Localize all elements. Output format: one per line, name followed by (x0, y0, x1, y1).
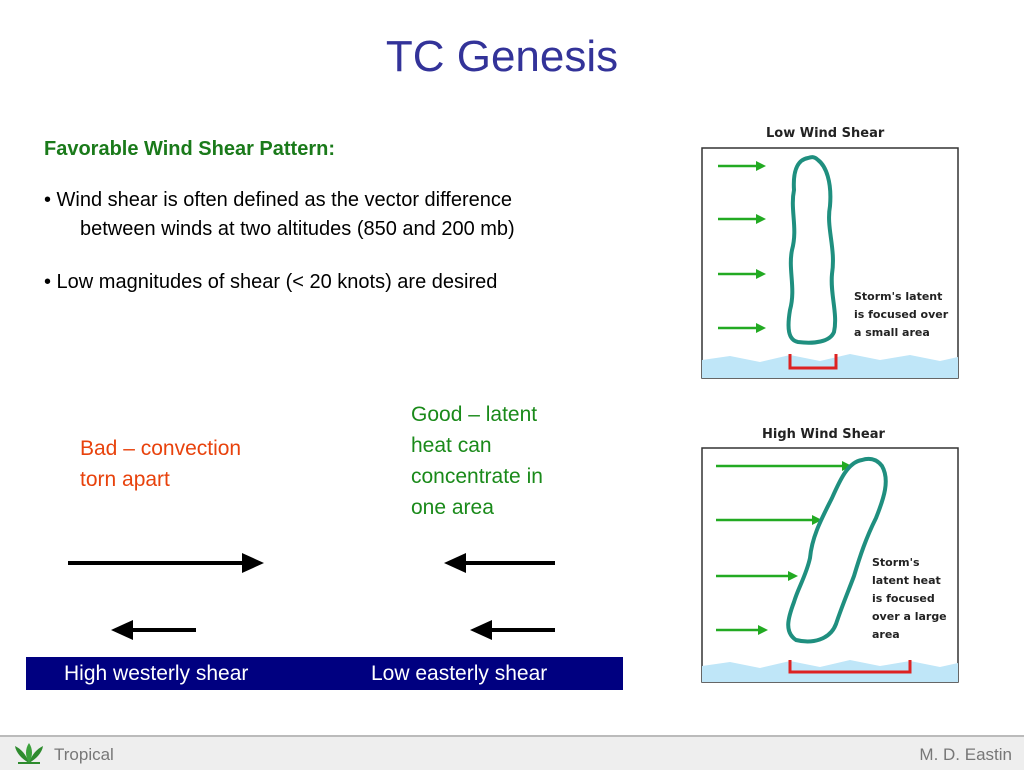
good-caption: Good – latent heat can concentrate in on… (411, 399, 611, 523)
leaf-logo-icon (15, 743, 43, 764)
shear-arrows (68, 553, 555, 640)
arrow-lower-easterly-right (470, 620, 555, 640)
high-shear-frame (701, 447, 959, 683)
footer-author: M. D. Eastin (919, 745, 1012, 764)
slide-title: TC Genesis (385, 32, 619, 81)
high-shear-note-line-3: is focused (872, 592, 935, 605)
low-shear-note-line-1: Storm's latent (854, 290, 942, 303)
low-shear-title: Low Wind Shear (766, 126, 885, 141)
bad-caption: Bad – convection torn apart (80, 433, 310, 495)
subheading: Favorable Wind Shear Pattern: (44, 138, 335, 160)
low-shear-heat-bracket (788, 354, 838, 370)
low-shear-note-line-3: a small area (854, 326, 930, 339)
good-caption-line-2: heat can (411, 434, 492, 457)
low-shear-note-line-2: is focused over (854, 308, 949, 321)
high-westerly-label: High westerly shear (64, 662, 249, 685)
low-shear-water (702, 354, 958, 378)
high-shear-wind-arrows (716, 461, 852, 635)
arrow-lower-easterly-short-left (111, 620, 196, 640)
good-caption-line-1: Good – latent (411, 403, 538, 426)
bullet-wind-shear-definition: • Wind shear is often defined as the vec… (44, 186, 684, 244)
high-shear-note-line-1: Storm's (872, 556, 920, 569)
bad-caption-line-1: Bad – convection (80, 437, 242, 460)
low-easterly-label: Low easterly shear (371, 662, 548, 685)
bullet-1-line-1: • Wind shear is often defined as the vec… (44, 189, 513, 211)
high-shear-title: High Wind Shear (762, 427, 886, 442)
bullet-1-line-2: between winds at two altitudes (850 and … (80, 218, 515, 240)
shear-labels-bar: High westerly shear Low easterly shear (26, 657, 623, 690)
low-wind-shear-diagram: Low Wind Shear Storm's latent is focused… (701, 126, 959, 379)
good-caption-line-3: concentrate in (411, 465, 543, 488)
bad-caption-line-2: torn apart (80, 468, 170, 491)
arrow-upper-westerly-long (68, 553, 264, 573)
high-shear-storm-outline (786, 456, 888, 644)
footer: Tropical M. D. Eastin (0, 735, 1024, 770)
high-shear-note-line-4: over a large (872, 610, 947, 623)
high-shear-heat-bracket (788, 660, 912, 674)
arrow-upper-easterly-right (444, 553, 555, 573)
high-wind-shear-diagram: High Wind Shear Storm's latent heat is f… (701, 427, 959, 683)
high-shear-note-line-5: area (872, 628, 900, 641)
high-shear-note-line-2: latent heat (872, 574, 941, 587)
low-shear-wind-arrows (718, 161, 766, 333)
footer-course-label: Tropical (54, 745, 114, 764)
good-caption-line-4: one area (411, 496, 494, 519)
low-shear-storm-outline (786, 155, 838, 345)
bullet-low-magnitude: • Low magnitudes of shear (< 20 knots) a… (44, 271, 498, 293)
